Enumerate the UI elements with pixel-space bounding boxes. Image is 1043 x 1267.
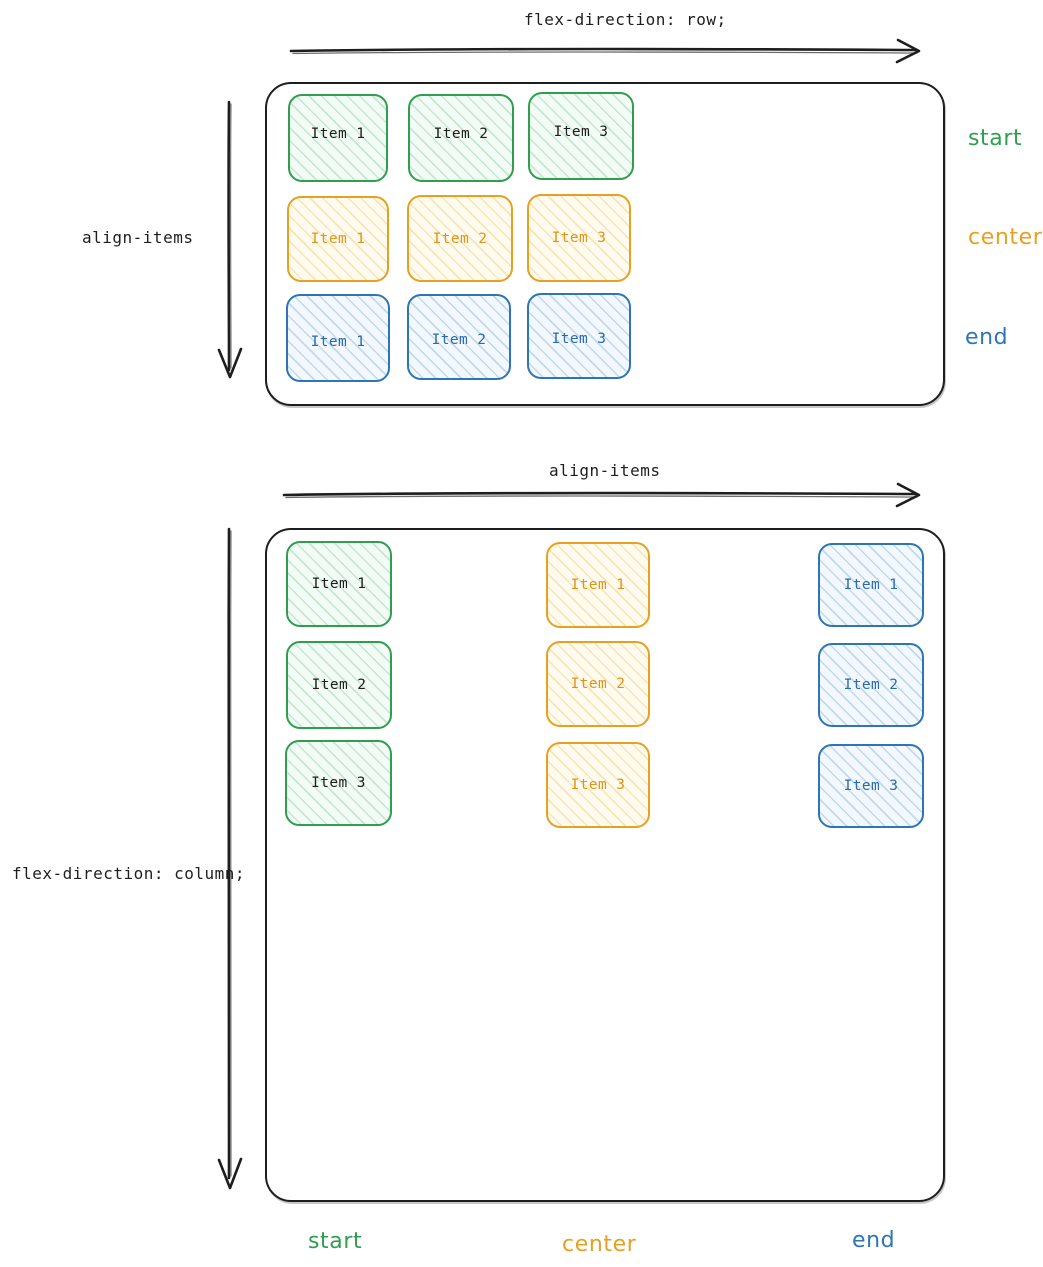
col-item-orange-2[interactable]: Item 2 — [546, 641, 650, 727]
row-item-green-2-label: Item 2 — [433, 126, 489, 142]
col-item-orange-1[interactable]: Item 1 — [546, 542, 650, 628]
row-item-orange-1-label: Item 1 — [310, 231, 366, 247]
row-item-blue-2-label: Item 2 — [431, 332, 487, 348]
col-item-blue-3-label: Item 3 — [843, 778, 899, 794]
column-section-left-axis-label: flex-direction: column; — [12, 864, 246, 883]
col-item-green-2[interactable]: Item 2 — [286, 641, 392, 729]
col-item-orange-3-label: Item 3 — [570, 777, 626, 793]
column-horizontal-arrow-icon — [282, 482, 921, 508]
row-section-top-axis-label: flex-direction: row; — [524, 10, 727, 29]
column-vertical-arrow-icon — [217, 527, 243, 1190]
col-item-green-3[interactable]: Item 3 — [285, 740, 392, 826]
row-item-orange-1[interactable]: Item 1 — [287, 196, 389, 282]
col-item-green-2-label: Item 2 — [311, 677, 367, 693]
row-horizontal-arrow-icon — [289, 38, 921, 64]
col-item-orange-2-label: Item 2 — [570, 676, 626, 692]
col-item-green-1-label: Item 1 — [311, 576, 367, 592]
col-item-orange-3[interactable]: Item 3 — [546, 742, 650, 828]
col-item-blue-2[interactable]: Item 2 — [818, 643, 924, 727]
row-label-end: end — [965, 325, 1009, 350]
row-item-green-1-label: Item 1 — [310, 126, 366, 142]
row-label-start: start — [968, 126, 1023, 151]
row-vertical-arrow-icon — [217, 100, 243, 379]
row-item-blue-1-label: Item 1 — [310, 334, 366, 350]
column-label-end: end — [852, 1228, 896, 1253]
col-item-blue-2-label: Item 2 — [843, 677, 899, 693]
row-item-orange-2[interactable]: Item 2 — [407, 195, 513, 282]
row-item-orange-3-label: Item 3 — [551, 230, 607, 246]
row-item-green-3[interactable]: Item 3 — [528, 92, 634, 180]
row-item-blue-2[interactable]: Item 2 — [407, 294, 511, 380]
column-flex-container — [265, 528, 945, 1202]
col-item-orange-1-label: Item 1 — [570, 577, 626, 593]
row-item-green-1[interactable]: Item 1 — [288, 94, 388, 182]
row-item-blue-3[interactable]: Item 3 — [527, 293, 631, 379]
row-item-blue-3-label: Item 3 — [551, 331, 607, 347]
row-item-green-3-label: Item 3 — [553, 124, 609, 140]
col-item-green-1[interactable]: Item 1 — [286, 541, 392, 627]
column-section-top-axis-label: align-items — [549, 461, 661, 480]
col-item-blue-3[interactable]: Item 3 — [818, 744, 924, 828]
row-item-blue-1[interactable]: Item 1 — [286, 294, 390, 382]
row-section-left-axis-label: align-items — [82, 228, 194, 247]
row-item-orange-2-label: Item 2 — [432, 230, 488, 247]
row-label-center: center — [968, 225, 1043, 250]
col-item-green-3-label: Item 3 — [311, 775, 366, 791]
column-label-start: start — [308, 1229, 363, 1254]
row-item-orange-3[interactable]: Item 3 — [527, 194, 631, 282]
col-item-blue-1-label: Item 1 — [843, 577, 899, 593]
col-item-blue-1[interactable]: Item 1 — [818, 543, 924, 627]
row-item-green-2[interactable]: Item 2 — [408, 94, 514, 182]
column-label-center: center — [562, 1232, 637, 1257]
